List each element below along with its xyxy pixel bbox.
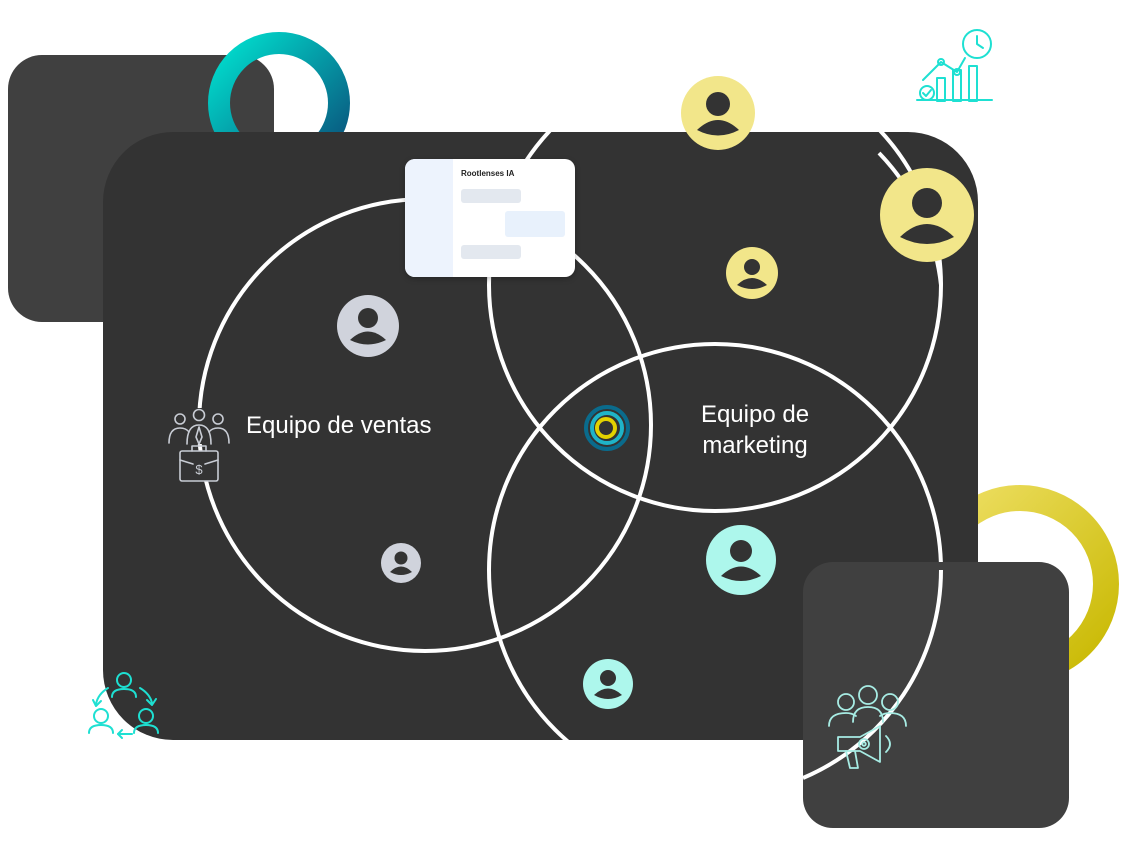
avatar-gray-large xyxy=(337,295,399,357)
chat-title: Rootlenses IA xyxy=(461,169,515,178)
circle-arc-card xyxy=(802,569,943,780)
avatar-mint-small xyxy=(583,659,633,709)
marketing-label-line-1: Equipo de xyxy=(700,401,810,428)
sales-team-label: Equipo de ventas xyxy=(246,412,432,439)
avatar-gray-small xyxy=(381,543,421,583)
team-briefcase-dollar-icon: $ xyxy=(168,408,230,482)
people-cycle-icon xyxy=(88,672,159,739)
chat-bubble xyxy=(505,211,565,237)
chat-card: Rootlenses IA xyxy=(405,159,575,277)
avatar-mint-large xyxy=(706,525,776,595)
chat-bubble xyxy=(461,245,521,259)
avatar-yellow-small xyxy=(726,247,778,299)
avatar-yellow-large xyxy=(880,168,974,262)
svg-text:$: $ xyxy=(195,462,203,477)
team-megaphone-icon xyxy=(828,685,907,769)
growth-chart-clock-icon xyxy=(916,29,993,102)
avatar-yellow-top xyxy=(681,76,755,150)
rootlenses-logo-icon xyxy=(584,405,630,451)
chat-bubble xyxy=(461,189,521,203)
back-card-right xyxy=(803,562,1069,828)
chat-sidebar xyxy=(405,159,453,277)
marketing-team-label: Equipo de marketing xyxy=(660,399,850,461)
marketing-label-line-2: marketing xyxy=(702,432,808,459)
